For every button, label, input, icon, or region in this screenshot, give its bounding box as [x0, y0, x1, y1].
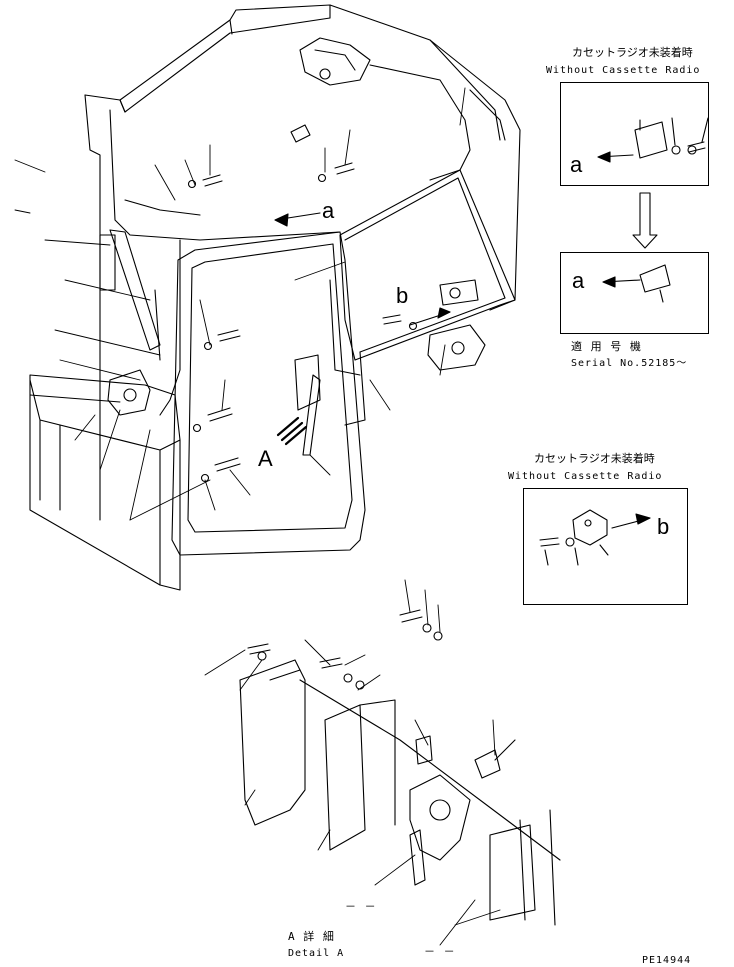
detail-leaders [204, 579, 501, 946]
inset-right-label-b: b [657, 514, 670, 539]
inset-top-label-a: a [570, 152, 583, 177]
side-panel [29, 374, 181, 591]
front-window-frame [339, 169, 516, 426]
rear-wiper-motor [299, 37, 371, 86]
front-wiper-motor [427, 279, 486, 371]
detail-label-jp: A 詳 細 [288, 930, 335, 943]
main-label-view-a: A [258, 446, 273, 471]
detail-label-en: Detail A [288, 948, 345, 959]
inset-right-caption-en: Without Cassette Radio [508, 471, 663, 482]
serial-label-jp: 適 用 号 機 [571, 340, 642, 353]
drawing-number: PE14944 [642, 955, 692, 966]
inset-top-caption-en: Without Cassette Radio [546, 65, 701, 76]
inset-right-diagram [539, 509, 651, 566]
inset-top-caption-jp: カセットラジオ未装着時 [572, 46, 693, 59]
detail-dash-1: － － [345, 900, 377, 913]
wiring-harness [109, 64, 471, 416]
cab-roof [84, 4, 521, 521]
inset-top-diagram [597, 117, 709, 303]
inset-right-caption-jp: カセットラジオ未装着時 [534, 452, 655, 465]
serial-label-en: Serial No.52185～ [571, 358, 688, 369]
main-arrows [274, 212, 451, 446]
side-wiper-motor [107, 369, 151, 416]
cab-door [171, 231, 366, 556]
detail-dash-2: － － [424, 945, 456, 958]
inset-bottom-box [560, 252, 709, 334]
inset-right-box [523, 488, 688, 605]
transition-arrow [632, 192, 658, 249]
detail-a [239, 609, 561, 926]
main-label-b: b [396, 283, 409, 308]
inset-top-box [560, 82, 709, 186]
leader-lines [14, 87, 466, 521]
inset-bottom-label-a: a [572, 268, 585, 293]
main-label-a: a [322, 198, 335, 223]
bolts-main [187, 124, 418, 483]
